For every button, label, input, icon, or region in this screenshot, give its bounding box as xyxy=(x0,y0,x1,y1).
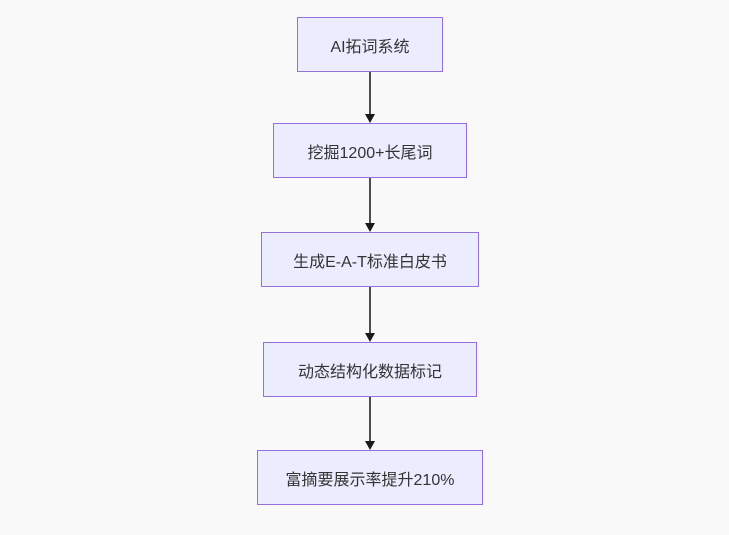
flow-arrow-1 xyxy=(365,72,375,123)
flow-node-label: 生成E-A-T标准白皮书 xyxy=(293,253,447,271)
flow-arrow-4 xyxy=(365,397,375,450)
flow-arrow-2 xyxy=(365,178,375,232)
flow-node-structured-data-markup: 动态结构化数据标记 xyxy=(263,342,477,397)
flow-node-label: 富摘要展示率提升210% xyxy=(285,471,455,489)
flow-node-label: 动态结构化数据标记 xyxy=(297,363,442,381)
flow-arrow-3 xyxy=(365,287,375,342)
flow-node-rich-snippet-result: 富摘要展示率提升210% xyxy=(257,450,483,505)
flow-node-label: AI拓词系统 xyxy=(330,38,410,56)
flow-node-label: 挖掘1200+长尾词 xyxy=(307,144,433,162)
flow-node-longtail-mining: 挖掘1200+长尾词 xyxy=(273,123,467,178)
flow-node-ai-keyword-system: AI拓词系统 xyxy=(297,17,443,72)
flow-node-eat-whitepaper: 生成E-A-T标准白皮书 xyxy=(261,232,479,287)
